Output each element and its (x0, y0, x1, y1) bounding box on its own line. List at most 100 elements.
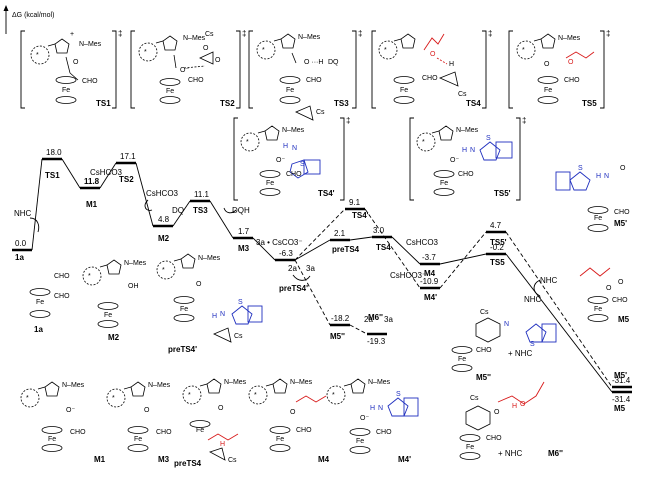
energy-m1: 11.8 (84, 177, 100, 186)
svg-text:O ···H: O ···H (304, 59, 323, 66)
svg-text:O: O (520, 401, 526, 408)
svg-text:O: O (218, 405, 224, 412)
svg-text:CHO: CHO (286, 171, 302, 178)
ts5-structure: ‡ * N–Mes O O CHO Fe TS5 (508, 29, 610, 109)
svg-text:Fe: Fe (594, 306, 602, 313)
svg-text:N–Mes: N–Mes (456, 127, 479, 134)
svg-text:S: S (530, 341, 535, 348)
svg-text:CHO: CHO (82, 78, 98, 85)
svg-text:CHO: CHO (296, 427, 312, 434)
struct-prets4p: * N–Mes O H N S Cs Fe preTS4' (156, 253, 263, 354)
svg-text:*: * (422, 139, 425, 146)
svg-text:Fe: Fe (440, 180, 448, 187)
svg-text:CHO: CHO (564, 77, 580, 84)
ts4p-dagger: ‡ (346, 116, 350, 125)
step-3a-csco3: 3a • CsCO3⁻ (256, 238, 303, 247)
ts4-dagger: ‡ (488, 29, 492, 38)
energy-m5p: -31.4 (612, 376, 631, 385)
ts2-label: TS2 (220, 99, 235, 108)
svg-text:Fe: Fe (594, 215, 602, 222)
svg-text:CHO: CHO (376, 429, 392, 436)
svg-text:*: * (332, 392, 335, 399)
ts2-structure: ‡ * N–Mes Cs O O O⁻ CHO Fe TS2 (130, 29, 246, 109)
ts3-dagger: ‡ (358, 29, 362, 38)
svg-text:N: N (378, 405, 383, 412)
svg-text:N–Mes: N–Mes (183, 35, 206, 42)
svg-text:N: N (220, 311, 225, 318)
svg-text:O⁻: O⁻ (276, 157, 285, 164)
energy-profile: 0.0 18.0 11.8 17.1 4.8 11.1 1.7 -6.3 2.1… (12, 148, 632, 413)
energy-prets4: 2.1 (334, 229, 346, 238)
ts1-label: TS1 (96, 99, 111, 108)
svg-text:Fe: Fe (356, 438, 364, 445)
svg-text:O: O (215, 57, 221, 64)
svg-text:S: S (300, 161, 305, 168)
ts1-structure: ‡ * + N–Mes O CHO Fe TS1 (20, 29, 122, 109)
svg-text:*: * (254, 392, 257, 399)
svg-text:N–Mes: N–Mes (282, 127, 305, 134)
svg-text:H: H (449, 61, 454, 68)
svg-text:H: H (462, 147, 467, 154)
ts4p-structure: ‡ * N–Mes Cs H N S O⁻ CHO Fe TS4' (233, 105, 350, 201)
svg-text:H: H (596, 173, 601, 180)
svg-text:*: * (522, 47, 525, 54)
svg-text:Cs: Cs (234, 333, 243, 340)
svg-text:1a: 1a (34, 325, 43, 334)
svg-text:Fe: Fe (36, 299, 44, 306)
svg-text:M6'': M6'' (548, 449, 563, 458)
label-m4: M4 (424, 269, 436, 278)
svg-text:CHO: CHO (614, 209, 630, 216)
y-axis-label: ΔG (kcal/mol) (12, 12, 54, 19)
svg-text:+ NHC: + NHC (508, 349, 532, 358)
energy-ts3: 11.1 (194, 190, 210, 199)
step-cshco3-2: CsHCO3 (146, 189, 179, 198)
step-nhc: NHC (14, 209, 32, 218)
svg-text:Fe: Fe (62, 87, 70, 94)
svg-text:O: O (430, 51, 436, 58)
label-m3: M3 (238, 244, 250, 253)
energy-ts1: 18.0 (46, 148, 62, 157)
label-ts5: TS5 (490, 258, 505, 267)
svg-text:preTS4': preTS4' (168, 345, 197, 354)
step-dqh: DQH (232, 206, 250, 215)
ts5p-dagger: ‡ (522, 116, 526, 125)
svg-text:Fe: Fe (104, 312, 112, 319)
svg-text:M5'': M5'' (476, 373, 491, 382)
svg-text:CHO: CHO (54, 293, 70, 300)
svg-text:H: H (512, 403, 517, 410)
struct-m4: * N–Mes O CHO Fe M4 (248, 378, 330, 464)
svg-text:*: * (262, 47, 265, 54)
svg-text:O: O (73, 59, 79, 66)
svg-text:*: * (162, 267, 165, 274)
svg-text:O: O (606, 285, 612, 292)
label-m2: M2 (158, 234, 170, 243)
svg-text:CHO: CHO (476, 347, 492, 354)
label-ts3: TS3 (193, 206, 208, 215)
label-m1: M1 (86, 200, 98, 209)
energy-ts5: -0.2 (490, 243, 504, 252)
ts5p-structure: ‡ * N–Mes H N S O⁻ CHO Fe TS5' (409, 116, 526, 201)
svg-text:CHO: CHO (422, 75, 438, 82)
ts1-dagger: ‡ (118, 29, 122, 38)
svg-text:O: O (494, 409, 500, 416)
svg-text:H: H (220, 441, 225, 448)
svg-text:S: S (396, 391, 401, 398)
svg-text:H: H (370, 405, 375, 412)
svg-text:CHO: CHO (54, 273, 70, 280)
energy-m5: -31.4 (612, 395, 631, 404)
svg-text:+: + (70, 31, 74, 38)
svg-text:H: H (212, 313, 217, 320)
svg-text:Fe: Fe (166, 88, 174, 95)
y-axis: ΔG (kcal/mol) (3, 5, 54, 34)
struct-m6pp: Cs O H O CHO Fe + NHC M6'' (459, 381, 563, 460)
svg-text:M5: M5 (618, 315, 630, 324)
struct-m2: * N–Mes OH Fe M2 (82, 259, 147, 342)
label-m5p: M5' (614, 371, 627, 380)
ts4-label: TS4 (466, 99, 481, 108)
label-m5pp: M5'' (330, 332, 345, 341)
ts4-structure: ‡ * O H Cs CHO Fe TS4 (371, 29, 492, 109)
svg-text:O: O (290, 409, 296, 416)
svg-text:N–Mes: N–Mes (290, 379, 313, 386)
energy-m4: -3.7 (422, 253, 436, 262)
